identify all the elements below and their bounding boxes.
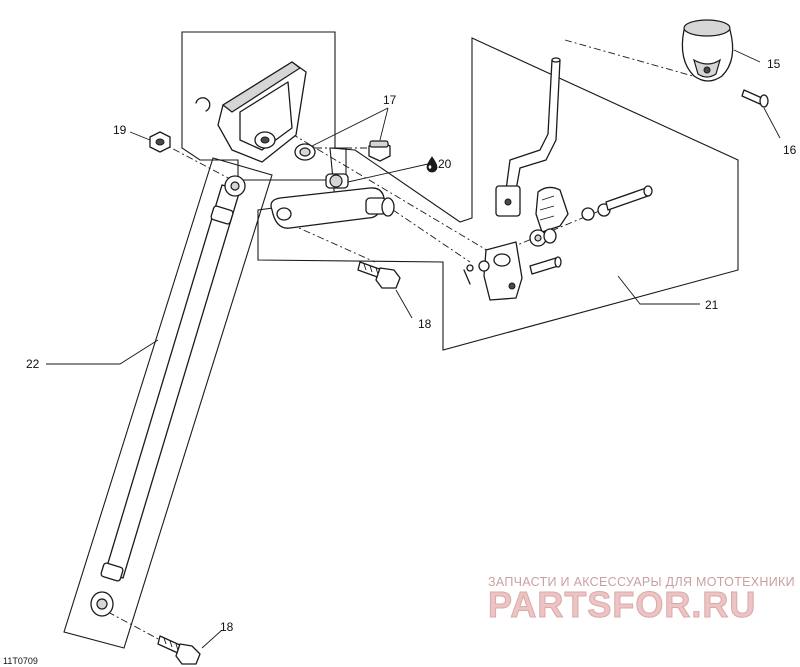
mounting-bracket (217, 61, 307, 163)
selector-housing (483, 241, 523, 301)
bolt-18-lower (157, 635, 201, 665)
lever-pin-upper (325, 173, 349, 189)
callout-22: 22 (26, 357, 40, 371)
axis-bolt-top (289, 223, 376, 263)
leader-22 (46, 339, 159, 365)
detent-spring-washers (529, 203, 611, 247)
axis-lever-pin (392, 209, 471, 263)
leader-15 (733, 49, 761, 63)
leader-17 (311, 107, 389, 147)
shift-knob-15 (681, 19, 734, 82)
link-rod-22 (90, 175, 246, 617)
callout-18-top: 18 (418, 317, 432, 331)
bracket-screw (368, 140, 391, 162)
leader-18-top (395, 289, 413, 319)
callout-20: 20 (438, 157, 452, 171)
leader-21 (617, 275, 700, 305)
retaining-clip (195, 97, 211, 112)
axis-knob (564, 39, 701, 79)
leader-20 (347, 163, 429, 183)
leader-16 (763, 107, 781, 139)
shift-pin (529, 256, 562, 275)
leader-18-bottom (201, 629, 223, 649)
lever-pin-lower (365, 197, 395, 217)
watermark: ЗАПЧАСТИ И АКСЕССУАРЫ ДЛЯ МОТОТЕХНИКИ PA… (488, 575, 795, 626)
figure-id: 11T0709 (3, 656, 38, 666)
callout-19: 19 (113, 123, 127, 137)
shifter-assembly-outline (257, 37, 739, 351)
leader-19 (129, 131, 151, 141)
callout-17: 17 (383, 93, 397, 107)
pivot-bolt (605, 185, 653, 211)
detent-plate (535, 186, 569, 233)
callout-18-bottom: 18 (220, 620, 234, 634)
cotter-pin (463, 260, 490, 285)
knob-screw-16 (741, 89, 769, 108)
oil-drop-icon (426, 156, 438, 173)
watermark-tagline: ЗАПЧАСТИ И АКСЕССУАРЫ ДЛЯ МОТОТЕХНИКИ (488, 575, 795, 589)
bolt-18-upper (357, 261, 401, 289)
axis-nut-to-rod (159, 141, 233, 181)
shift-shaft-clevis (495, 185, 521, 217)
bushing (294, 143, 316, 161)
shift-shaft (505, 57, 561, 191)
bracket-group-outline (181, 31, 347, 181)
callout-16: 16 (783, 143, 797, 157)
nut-19 (149, 131, 171, 153)
watermark-logo: PARTSFOR.RU (488, 584, 756, 625)
callout-21: 21 (705, 298, 719, 312)
callout-15: 15 (767, 57, 781, 71)
link-rod-outline (63, 157, 273, 649)
